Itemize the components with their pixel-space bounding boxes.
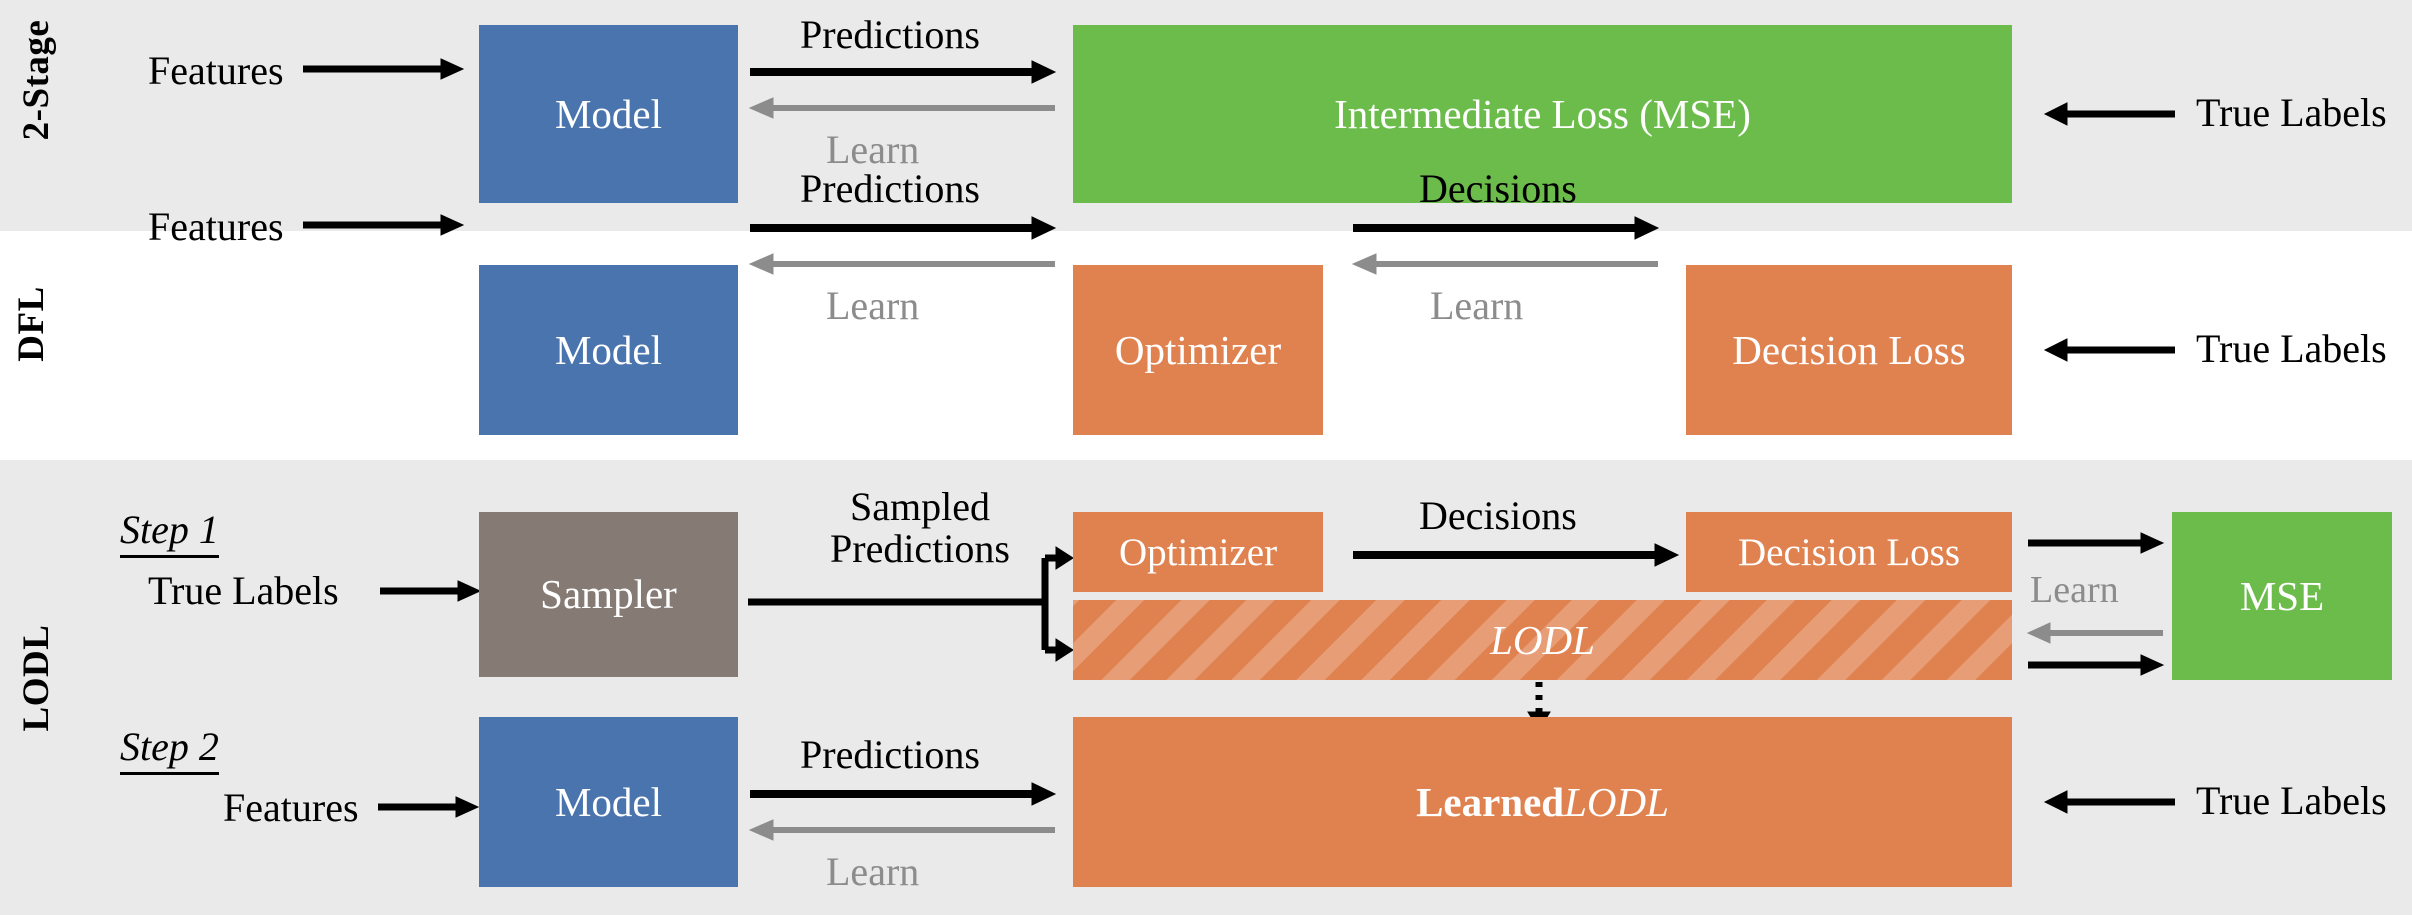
lodl-step2-learn-arrow [748,818,1055,842]
lodl-step2-true-labels-arrow [2043,790,2175,814]
two-stage-intermediate-loss-block: Intermediate Loss (MSE) [1073,25,2012,203]
dfl-true-labels-label: True Labels [2196,326,2387,371]
dfl-decision-loss-label: Decision Loss [1732,326,1966,373]
two-stage-learn-arrow [748,96,1055,120]
lodl-step1-optimizer-block: Optimizer [1073,512,1323,592]
lodl-step2-true-labels-label: True Labels [2196,778,2387,823]
lodl-hatched-label: LODL [1490,616,1595,663]
lodl-hatched-block: LODL [1073,600,2012,680]
two-stage-true-labels-label: True Labels [2196,90,2387,135]
dfl-learn-label-2: Learn [1430,283,1524,328]
lodl-step1-decisions-arrow [1353,543,1680,567]
lodl-learned-lodl-label: LODL [1564,778,1669,825]
lodl-sampler-block: Sampler [479,512,738,677]
lodl-step2-label: Step 2 [120,723,219,775]
dfl-model-label: Model [554,326,663,373]
lodl-step2-predictions-arrow [750,782,1057,806]
lodl-step2-predictions-label: Predictions [800,732,980,777]
dfl-learn-arrow-1 [748,252,1055,276]
lodl-learn-label: Learn [2030,569,2119,611]
lodl-step2-model-label: Model [554,778,663,825]
lodl-sampled-predictions-line1: Sampled [850,484,990,529]
lodl-decision-loss-to-mse-arrow [2028,532,2165,554]
dfl-features-arrow [303,212,465,238]
lodl-step1-true-labels-label: True Labels [148,568,339,613]
dfl-decision-loss-block: Decision Loss [1686,265,2012,435]
dfl-predictions-label: Predictions [800,166,980,211]
two-stage-features-label: Features [148,48,284,93]
lodl-mse-block: MSE [2172,512,2392,680]
lodl-step1-true-labels-arrow [380,578,482,604]
row-label-dfl: DFL [11,286,52,362]
dfl-decisions-label: Decisions [1419,166,1577,211]
two-stage-features-arrow [303,56,465,82]
dfl-optimizer-block: Optimizer [1073,265,1323,435]
two-stage-predictions-label: Predictions [800,12,980,57]
dfl-features-label: Features [148,204,284,249]
lodl-step2-features-arrow [378,794,480,820]
lodl-sampler-label: Sampler [540,571,677,617]
lodl-to-mse-arrow [2028,654,2165,676]
two-stage-model-block: Model [479,25,738,203]
lodl-step1-optimizer-label: Optimizer [1118,530,1278,574]
lodl-step1-decision-loss-block: Decision Loss [1686,512,2012,592]
lodl-sampled-predictions-branch-arrow [748,540,1074,670]
lodl-step1-decisions-label: Decisions [1419,493,1577,538]
lodl-step1-label: Step 1 [120,506,219,558]
dfl-true-labels-arrow [2043,338,2175,362]
row-label-two-stage: 2-Stage [16,19,57,141]
lodl-step1-decision-loss-label: Decision Loss [1737,530,1961,574]
lodl-step2-learn-label: Learn [826,849,920,894]
two-stage-model-label: Model [554,90,663,137]
lodl-mse-learn-arrow [2026,622,2163,644]
two-stage-learn-label: Learn [826,127,920,172]
dfl-predictions-arrow [750,216,1057,240]
row-label-lodl: LODL [16,624,57,732]
two-stage-true-labels-arrow [2043,102,2175,126]
dfl-model-block: Model [479,265,738,435]
lodl-learned-block: Learned LODL [1073,717,2012,887]
lodl-learned-prefix: Learned [1416,778,1565,825]
two-stage-intermediate-loss-label: Intermediate Loss (MSE) [1334,90,1751,137]
two-stage-predictions-arrow [750,60,1057,84]
dfl-learn-arrow-2 [1351,252,1658,276]
dfl-decisions-arrow [1353,216,1660,240]
dfl-learn-label-1: Learn [826,283,920,328]
lodl-mse-label: MSE [2239,572,2325,619]
lodl-step2-features-label: Features [223,785,359,830]
lodl-step2-model-block: Model [479,717,738,887]
lodl-sampled-predictions-line2: Predictions [830,526,1010,571]
dfl-optimizer-label: Optimizer [1114,326,1282,373]
